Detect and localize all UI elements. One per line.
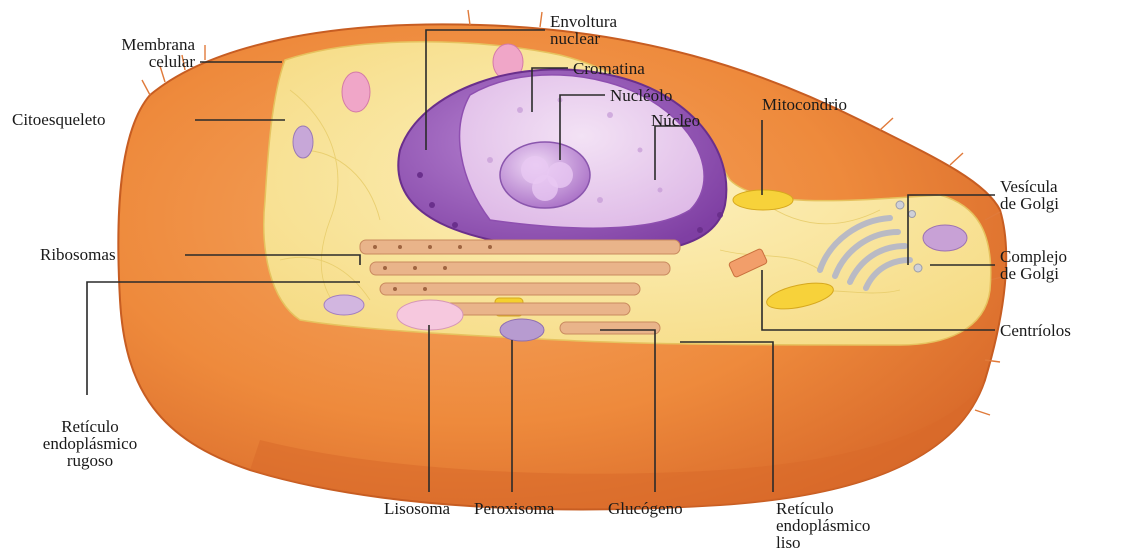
label-peroxisoma: Peroxisoma [474,500,554,517]
label-nucleolo: Nucléolo [610,87,672,104]
label-ribosomas: Ribosomas [40,246,116,263]
label-glucogeno: Glucógeno [608,500,683,517]
lysosome [397,300,463,330]
label-citoesqueleto: Citoesqueleto [12,111,105,128]
label-mitocondrio: Mitocondrio [762,96,847,113]
label-centriolos: Centríolos [1000,322,1071,339]
label-cromatina: Cromatina [573,60,645,77]
label-vesicula-golgi: Vesícula de Golgi [1000,178,1059,212]
peroxisome [500,319,544,341]
label-membrana-celular: Membrana celular [40,36,195,70]
label-nucleo: Núcleo [651,112,700,129]
label-lisosoma: Lisosoma [384,500,450,517]
label-reticulo-endoplasmico-rugoso: Retículo endoplásmico rugoso [10,418,170,469]
label-complejo-golgi: Complejo de Golgi [1000,248,1067,282]
label-envoltura-nuclear: Envoltura nuclear [550,13,617,47]
label-reticulo-endoplasmico-liso: Retículo endoplásmico liso [776,500,870,551]
